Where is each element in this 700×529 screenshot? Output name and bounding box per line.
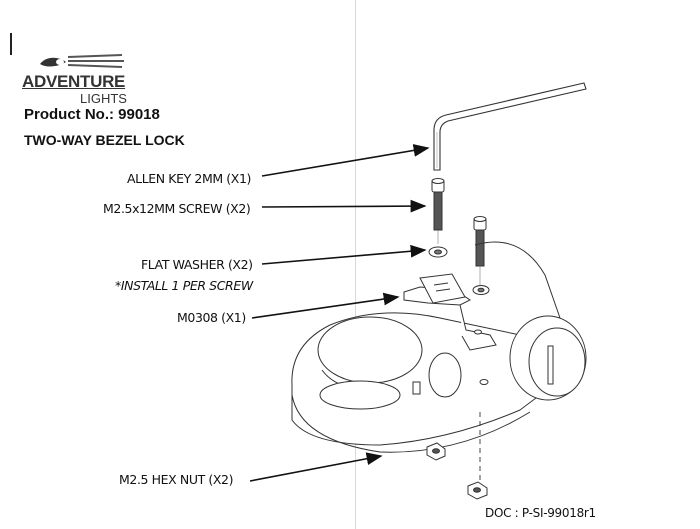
allen-key-icon (433, 82, 587, 171)
leader-hex-nut (249, 452, 383, 482)
label-install-note: *INSTALL 1 PER SCREW (115, 278, 253, 293)
product-number: Product No.: 99018 (24, 106, 160, 123)
leader-screw (261, 199, 427, 213)
leader-m0308 (251, 292, 400, 319)
label-hex-nut: M2.5 HEX NUT (X2) (119, 472, 234, 487)
product-name: TWO-WAY BEZEL LOCK (24, 132, 185, 148)
paper-fold-line (355, 0, 356, 529)
adventure-lights-logo-icon (40, 54, 124, 68)
brand-subtitle: LIGHTS (80, 91, 127, 106)
m0308-bracket-icon (403, 273, 497, 351)
flat-washer-icon (428, 246, 490, 295)
doc-number: DOC : P-SI-99018r1 (485, 506, 596, 520)
screw-icon (431, 178, 445, 244)
label-screw: M2.5x12MM SCREW (X2) (103, 201, 251, 216)
hex-nut-icon (467, 481, 488, 500)
screw-icon (473, 216, 487, 288)
label-allen-key: ALLEN KEY 2MM (X1) (127, 171, 251, 186)
leader-washer (261, 244, 427, 265)
brand-name: ADVENTURE (22, 72, 126, 91)
bezel-light-body-icon (291, 241, 587, 453)
hex-nut-icon (426, 442, 446, 461)
label-flat-washer: FLAT WASHER (X2) (141, 257, 253, 272)
label-m0308: M0308 (X1) (177, 310, 246, 325)
leader-allen-key (261, 144, 430, 177)
margin-mark (10, 33, 12, 55)
